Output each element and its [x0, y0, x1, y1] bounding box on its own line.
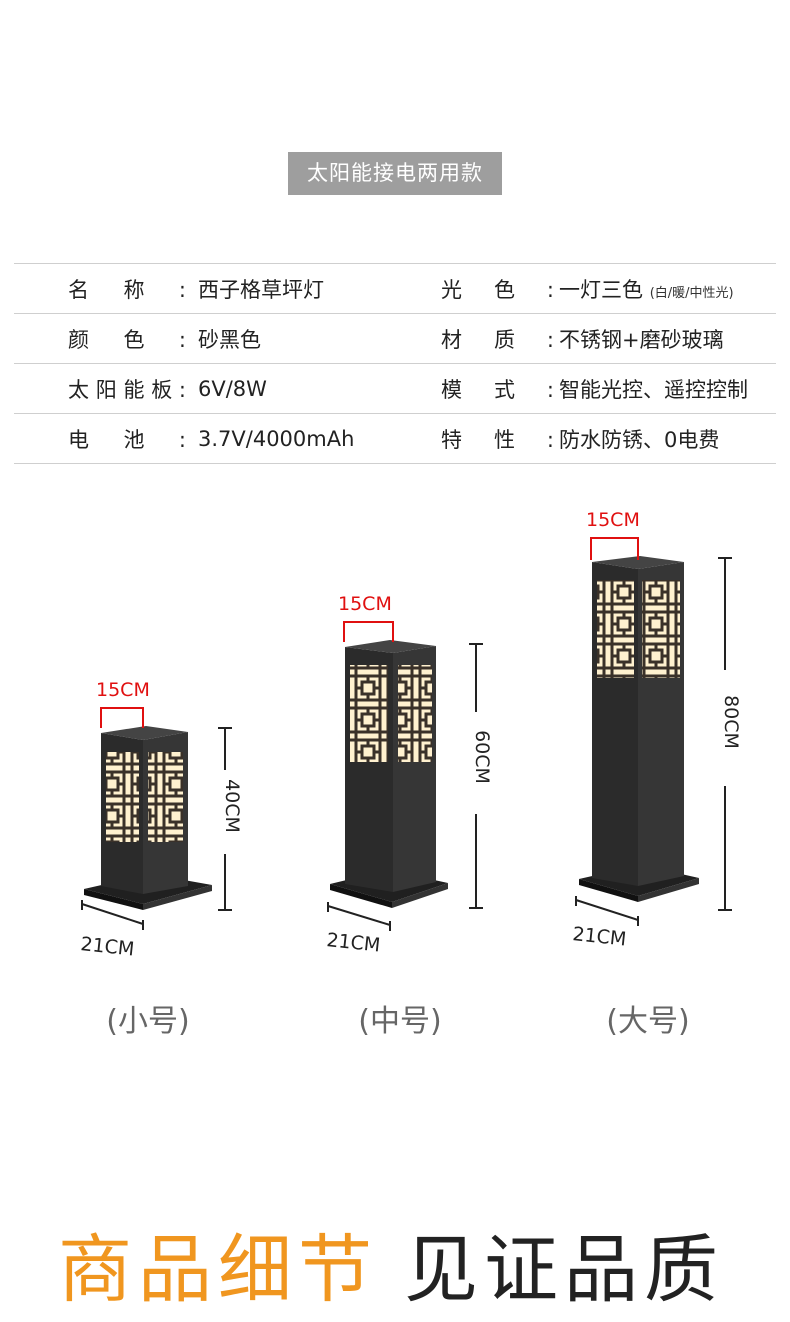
spec-value: 防水防锈、0电费	[559, 413, 776, 464]
size-label-medium: (中号)	[358, 1004, 442, 1039]
lattice-panel	[148, 752, 183, 842]
spec-key: 太阳能板:	[68, 377, 186, 402]
top-width-bracket	[590, 537, 639, 560]
height-label: 80CM	[720, 695, 742, 749]
slogan-part-1: 商品细节	[58, 1227, 378, 1313]
lattice-panel	[642, 580, 680, 678]
size-label-large: (大号)	[606, 1004, 690, 1039]
version-tag: 太阳能接电两用款	[288, 152, 502, 195]
lattice-panel	[597, 580, 634, 678]
spec-value: 一灯三色	[559, 277, 643, 302]
spec-value: 6V/8W	[198, 363, 441, 414]
lamp-small: 15CM 40CM 21CM	[79, 679, 243, 960]
top-width-label: 15CM	[96, 679, 150, 701]
height-indicator	[469, 643, 483, 909]
top-width-label: 15CM	[338, 593, 392, 615]
lattice-panel	[398, 665, 432, 762]
height-indicator	[218, 727, 232, 911]
base-width-label: 21CM	[325, 929, 381, 957]
spec-key: 名称:	[68, 277, 186, 302]
height-indicator	[718, 557, 732, 911]
spec-key: 模式:	[441, 377, 554, 402]
base-width-label: 21CM	[79, 933, 135, 960]
lattice-panel	[106, 752, 139, 842]
top-width-label: 15CM	[586, 509, 640, 531]
height-label: 60CM	[471, 730, 493, 784]
lamp-large: 15CM 80CM 21CM	[571, 509, 742, 951]
base-width-indicator	[575, 896, 639, 926]
spec-value: 3.7V/4000mAh	[198, 413, 441, 464]
slogan-part-2: 见证品质	[404, 1227, 724, 1313]
table-row: 名称: 西子格草坪灯 光色: 一灯三色 (白/暖/中性光)	[14, 263, 776, 314]
spec-key: 颜色:	[68, 327, 186, 352]
spec-value: 西子格草坪灯	[198, 263, 441, 314]
base-width-label: 21CM	[571, 923, 627, 951]
lamp-size-diagram: 15CM 40CM 21CM 15CM 60CM 21CM 15CM	[79, 509, 742, 960]
table-row: 颜色: 砂黑色 材质: 不锈钢+磨砂玻璃	[14, 313, 776, 364]
spec-key: 特性:	[441, 427, 554, 452]
spec-key: 材质:	[441, 327, 554, 352]
table-row: 电池: 3.7V/4000mAh 特性: 防水防锈、0电费	[14, 413, 776, 464]
lamp-medium: 15CM 60CM 21CM	[325, 593, 493, 957]
base-width-indicator	[327, 902, 391, 931]
section-slogan: 商品细节见证品质	[58, 1210, 724, 1317]
size-label-small: (小号)	[106, 1004, 190, 1039]
spec-value: 砂黑色	[198, 313, 441, 364]
top-width-bracket	[100, 707, 144, 728]
table-row: 太阳能板: 6V/8W 模式: 智能光控、遥控控制	[14, 363, 776, 414]
spec-note: (白/暖/中性光)	[649, 285, 734, 301]
spec-key: 电池:	[68, 427, 186, 452]
spec-table: 名称: 西子格草坪灯 光色: 一灯三色 (白/暖/中性光) 颜色: 砂黑色 材质…	[14, 263, 776, 464]
spec-value: 智能光控、遥控控制	[559, 363, 776, 414]
lattice-panel	[350, 665, 388, 762]
base-width-indicator	[81, 900, 144, 930]
top-width-bracket	[343, 621, 394, 642]
height-label: 40CM	[221, 779, 243, 833]
spec-value: 不锈钢+磨砂玻璃	[559, 313, 776, 364]
spec-key: 光色:	[441, 277, 554, 302]
